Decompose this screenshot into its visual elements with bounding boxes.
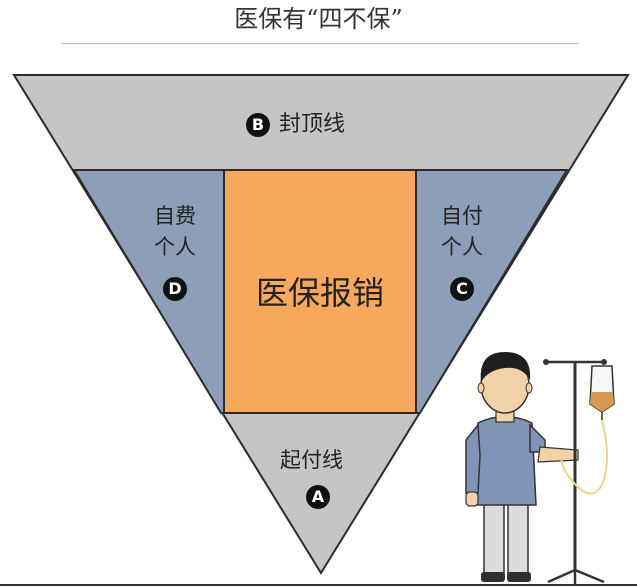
label-self-pay-line1: 自费 <box>154 204 196 228</box>
title-divider <box>62 43 578 44</box>
label-deductible-line: 起付线 <box>280 448 343 472</box>
label-copay-line2: 个人 <box>441 235 483 259</box>
label-self-pay-line2: 个人 <box>154 235 196 259</box>
label-ceiling-line: 封顶线 <box>279 112 346 137</box>
badge-d: D <box>163 277 187 301</box>
bottom-divider <box>0 584 637 586</box>
badge-b: B <box>246 113 270 137</box>
label-copay: 自付 个人 <box>422 201 502 263</box>
label-medical-insurance-reimbursement: 医保报销 <box>255 274 384 312</box>
page-title: 医保有“四不保” <box>234 5 403 33</box>
iv-drip-stand-icon <box>543 359 615 584</box>
region-center-box <box>223 169 417 414</box>
label-copay-line1: 自付 <box>441 204 483 228</box>
label-self-pay: 自费 个人 <box>135 201 215 263</box>
badge-a: A <box>306 485 330 509</box>
patient-icon <box>465 352 579 582</box>
badge-c: C <box>450 277 474 301</box>
